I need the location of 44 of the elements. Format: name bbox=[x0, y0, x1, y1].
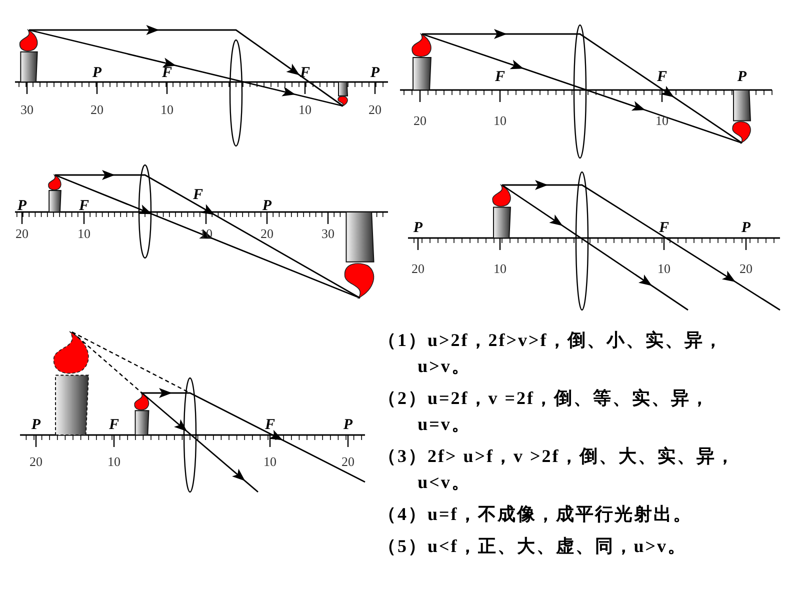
point-label: F bbox=[265, 418, 275, 433]
scale-number: 20 bbox=[16, 227, 28, 240]
point-label: F bbox=[79, 199, 89, 214]
point-label: P bbox=[17, 199, 27, 214]
point-label: P bbox=[737, 70, 747, 85]
point-label: P bbox=[370, 66, 380, 81]
scale-number: 20 bbox=[260, 227, 274, 240]
point-label: F bbox=[659, 221, 669, 236]
point-label: P bbox=[92, 66, 102, 81]
scale-number: 20 bbox=[740, 262, 752, 275]
point-label: F bbox=[300, 66, 310, 81]
point-label: P bbox=[262, 199, 272, 214]
rule-text: （4）u=f，不成像，成平行光射出。 bbox=[378, 503, 694, 526]
rule-text: （3）2f> u>f，v >2f，倒、大、实、异，u<v。 bbox=[378, 445, 736, 494]
scale-number: 10 bbox=[200, 227, 212, 240]
scale-number: 10 bbox=[78, 227, 90, 240]
scale-number: 20 bbox=[30, 455, 42, 468]
scale-number: 10 bbox=[298, 103, 312, 116]
scale-number: 10 bbox=[658, 262, 670, 275]
scale-number: 10 bbox=[264, 455, 276, 468]
point-label: F bbox=[109, 418, 119, 433]
scale-number: 20 bbox=[412, 262, 424, 275]
point-label: P bbox=[31, 418, 41, 433]
scale-number: 30 bbox=[20, 103, 34, 116]
scale-number: 20 bbox=[342, 455, 354, 468]
point-label: P bbox=[413, 221, 423, 236]
point-label: F bbox=[495, 70, 505, 85]
scale-number: 20 bbox=[368, 103, 382, 116]
point-label: F bbox=[193, 188, 203, 203]
scale-number: 10 bbox=[494, 262, 506, 275]
point-label: F bbox=[162, 66, 172, 81]
rule-text: （5）u<f，正、大、虚、同，u>v。 bbox=[378, 535, 688, 558]
rule-text: （2）u=2f，v =2f，倒、等、实、异，u=v。 bbox=[378, 387, 712, 436]
scale-number: 10 bbox=[108, 455, 120, 468]
scale-number: 20 bbox=[414, 114, 426, 127]
scale-number: 10 bbox=[494, 114, 506, 127]
point-label: P bbox=[741, 221, 751, 236]
scale-number: 20 bbox=[90, 103, 104, 116]
point-label: P bbox=[343, 418, 353, 433]
scale-number: 30 bbox=[322, 227, 334, 240]
scale-number: 10 bbox=[656, 114, 668, 127]
rule-text: （1）u>2f，2f>v>f，倒、小、实、异，u>v。 bbox=[378, 329, 724, 378]
scale-number: 10 bbox=[160, 103, 174, 116]
point-label: F bbox=[657, 70, 667, 85]
